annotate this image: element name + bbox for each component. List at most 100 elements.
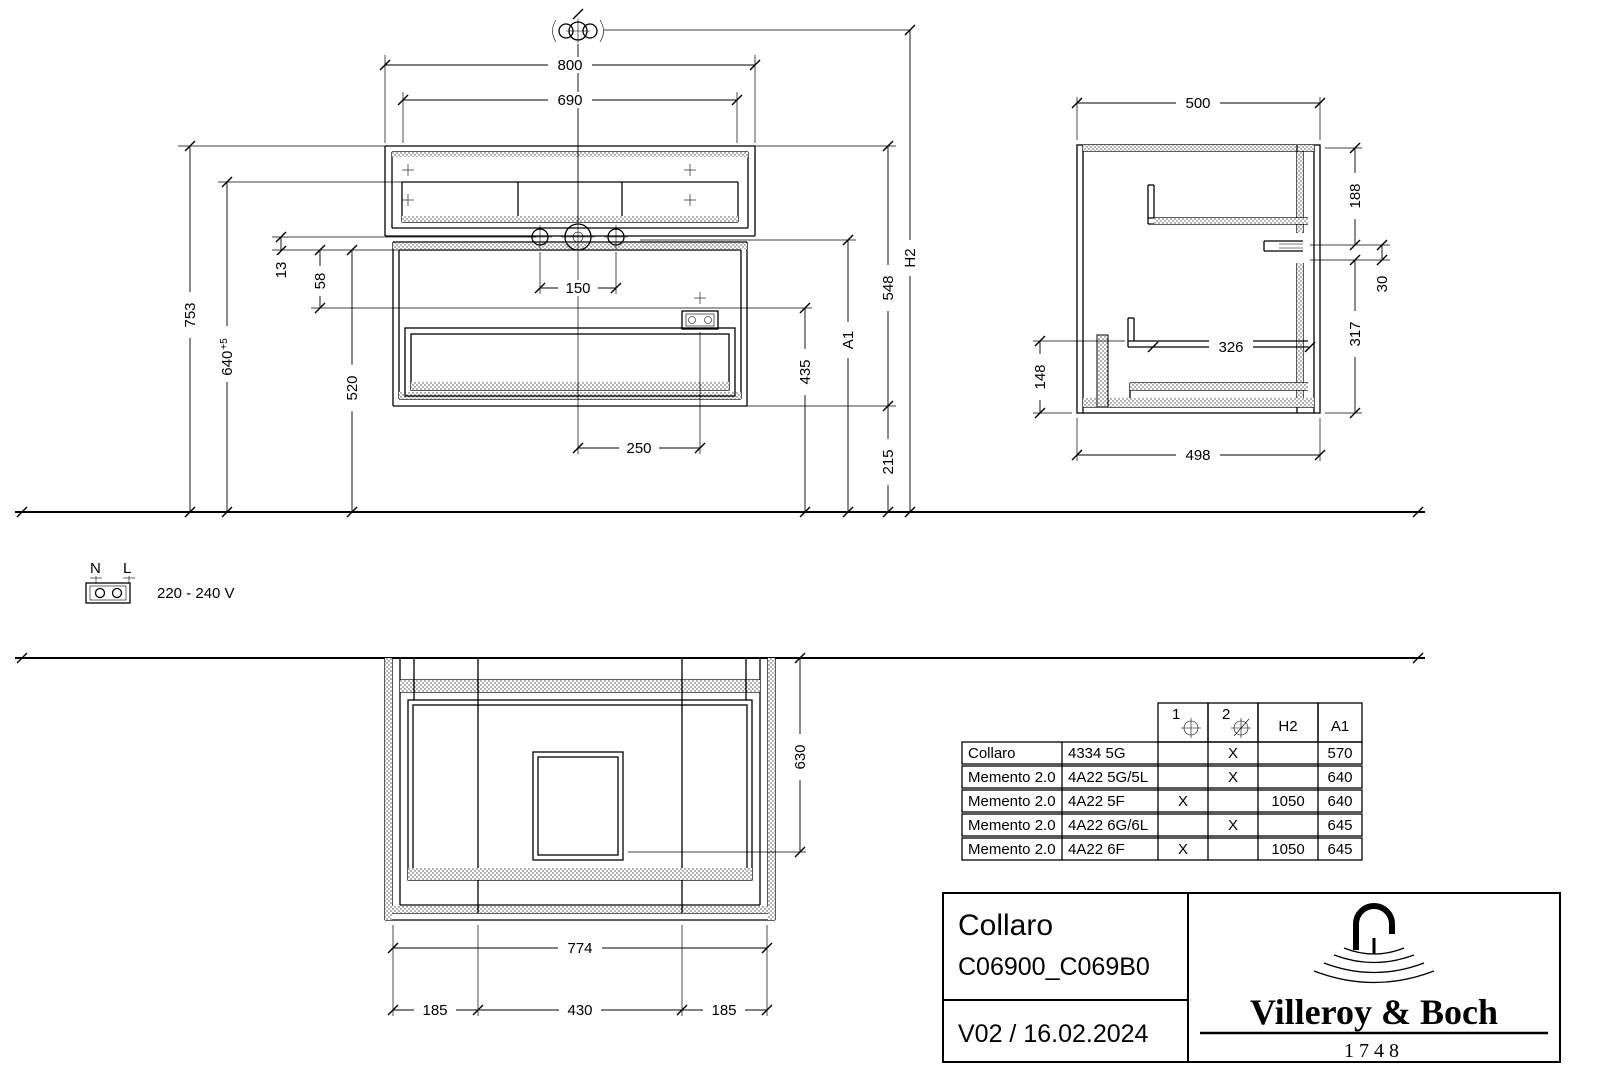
table-header-tap2: 2: [1222, 706, 1230, 723]
wall-line: [15, 652, 1425, 664]
svg-text:148: 148: [1032, 364, 1049, 389]
svg-text:188: 188: [1347, 183, 1364, 208]
dim-front-height-total: 753: [181, 292, 199, 338]
dim-front-height-215: 215: [879, 439, 897, 485]
article-code: C06900_C069B0: [958, 953, 1150, 981]
dim-front-offset-top: 13: [272, 255, 290, 285]
svg-text:774: 774: [567, 940, 592, 957]
side-view: [1076, 144, 1321, 414]
villeroy-boch-logo-icon: [1313, 903, 1435, 984]
svg-text:Memento 2.0: Memento 2.0: [968, 793, 1056, 810]
dim-front-height-a1: A1: [839, 322, 857, 358]
svg-text:30: 30: [1374, 276, 1391, 293]
dim-front-offset-socket: 58: [311, 266, 329, 296]
dim-side-inner-depth: 326: [1209, 339, 1253, 356]
table-header-tap1: 1: [1172, 706, 1180, 723]
handle-profile: [1263, 240, 1303, 252]
svg-text:Memento 2.0: Memento 2.0: [968, 817, 1056, 834]
svg-text:640: 640: [1327, 793, 1352, 810]
svg-text:1050: 1050: [1271, 793, 1304, 810]
tap-holes-front: [528, 220, 628, 254]
front-view-dimensions: 800 690 150 250 753 640+5 13 58: [178, 8, 919, 518]
dim-side-drawer-top: 188: [1346, 173, 1364, 219]
svg-text:X: X: [1228, 817, 1238, 834]
table-row: Memento 2.0 4A22 6G/6L X 645: [968, 817, 1353, 834]
tap-hole-1-icon: [1181, 718, 1201, 738]
svg-text:317: 317: [1347, 321, 1364, 346]
title-block: Collaro C06900_C069B0 V02 / 16.02.2024 V…: [942, 892, 1561, 1063]
plan-view: [384, 658, 776, 921]
dim-front-overall-width: 800: [548, 57, 592, 74]
dim-front-tap-spacing: 150: [558, 280, 598, 297]
svg-text:1050: 1050: [1271, 841, 1304, 858]
table-row: Memento 2.0 4A22 5F X 1050 640: [968, 793, 1353, 810]
dim-front-inner-width: 690: [548, 92, 592, 109]
svg-text:640: 640: [1327, 769, 1352, 786]
version-date: V02 / 16.02.2024: [958, 1020, 1149, 1048]
front-view: [384, 145, 756, 407]
svg-text:800: 800: [557, 57, 582, 74]
svg-text:4A22 5G/5L: 4A22 5G/5L: [1068, 769, 1148, 786]
svg-text:630: 630: [792, 744, 809, 769]
svg-text:185: 185: [422, 1002, 447, 1019]
dim-front-drain-offset: 250: [619, 440, 659, 457]
compatibility-table: 1 2 H2 A1 Collaro 4334 5G X 570 Memento …: [961, 702, 1363, 861]
table-row: Collaro 4334 5G X 570: [968, 745, 1353, 762]
voltage-label: 220 - 240 V: [157, 585, 235, 602]
svg-text:X: X: [1178, 793, 1188, 810]
svg-text:Memento 2.0: Memento 2.0: [968, 769, 1056, 786]
brand-name: Villeroy & Boch: [1250, 992, 1498, 1032]
svg-text:X: X: [1228, 745, 1238, 762]
svg-text:X: X: [1178, 841, 1188, 858]
svg-text:Collaro: Collaro: [968, 745, 1016, 762]
dimension-ticks-front: [184, 8, 916, 518]
svg-text:570: 570: [1327, 745, 1352, 762]
svg-text:13: 13: [273, 262, 290, 279]
tap-hole-2-icon: [1231, 718, 1251, 738]
floor-line: [15, 506, 1425, 518]
svg-text:4334 5G: 4334 5G: [1068, 745, 1126, 762]
dim-front-height-435: 435: [796, 349, 814, 395]
svg-text:645: 645: [1327, 841, 1352, 858]
svg-text:4A22 5F: 4A22 5F: [1068, 793, 1125, 810]
svg-text:4A22 6F: 4A22 6F: [1068, 841, 1125, 858]
svg-text:Memento 2.0: Memento 2.0: [968, 841, 1056, 858]
table-header-h2: H2: [1278, 718, 1297, 735]
dim-side-drawer-bottom: 317: [1346, 311, 1364, 357]
dim-front-height-siphon: 640+5: [218, 326, 236, 382]
svg-text:150: 150: [565, 280, 590, 297]
svg-text:A1: A1: [840, 331, 857, 349]
dimension-ticks-side: [1034, 97, 1388, 461]
series-name: Collaro: [958, 909, 1053, 942]
svg-text:250: 250: [626, 440, 651, 457]
tap-holes-icon: [552, 19, 604, 43]
screw-marks: [402, 164, 706, 304]
svg-text:185: 185: [711, 1002, 736, 1019]
socket-icon: [85, 582, 131, 604]
table-header-a1: A1: [1331, 718, 1349, 735]
svg-text:430: 430: [567, 1002, 592, 1019]
svg-text:58: 58: [312, 273, 329, 290]
svg-text:645: 645: [1327, 817, 1352, 834]
svg-text:326: 326: [1218, 339, 1243, 356]
neutral-label: N: [90, 560, 101, 577]
svg-text:640+5: 640+5: [219, 338, 236, 376]
dim-plan-depth-line: 630: [791, 734, 809, 780]
dimension-ticks-plan: [387, 652, 806, 1016]
table-row: Memento 2.0 4A22 5G/5L X 640: [968, 769, 1353, 786]
svg-text:500: 500: [1185, 95, 1210, 112]
svg-text:215: 215: [880, 449, 897, 474]
table-row: Memento 2.0 4A22 6F X 1050 645: [968, 841, 1353, 858]
svg-text:498: 498: [1185, 447, 1210, 464]
svg-text:520: 520: [344, 375, 361, 400]
svg-text:690: 690: [557, 92, 582, 109]
svg-text:753: 753: [182, 302, 199, 327]
svg-text:X: X: [1228, 769, 1238, 786]
plan-view-dimensions: 774 185 430 185 630: [387, 652, 809, 1019]
socket-symbol-front: [681, 310, 719, 330]
dim-side-bottom-recess: 148: [1031, 354, 1049, 400]
line-label: L: [123, 560, 131, 577]
svg-text:H2: H2: [902, 248, 919, 267]
